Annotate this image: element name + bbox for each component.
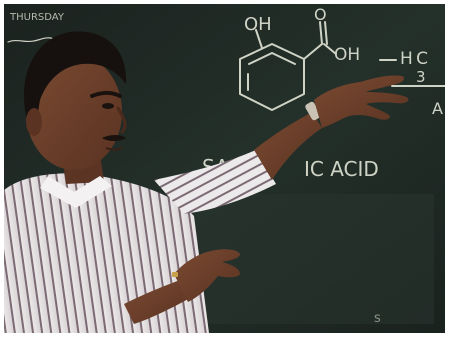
photo-illustration: THURSDAY OH O OH H C 3 A SA IC ACID s xyxy=(4,4,445,333)
shirt-sleeve-raised xyxy=(154,150,276,214)
eye xyxy=(102,103,114,109)
hair xyxy=(23,31,127,133)
chalk-acid-right: IC ACID xyxy=(304,157,379,181)
chalk-corner-text: THURSDAY xyxy=(9,12,65,23)
hydroxyl-bond xyxy=(323,43,337,55)
chalk-h3c: H C xyxy=(400,49,428,69)
chalk-writing xyxy=(7,21,445,111)
nose xyxy=(116,106,127,134)
ear xyxy=(26,108,42,136)
chalk-three: 3 xyxy=(416,68,426,86)
chalk-small-s: s xyxy=(374,311,381,326)
carboxyl-bond xyxy=(303,43,323,60)
oh-bond xyxy=(255,29,263,49)
chalk-oh-right: OH xyxy=(334,45,360,65)
hand-lower xyxy=(174,249,240,302)
chalk-o-top: O xyxy=(314,5,327,24)
forearm-raised xyxy=(254,112,322,180)
head xyxy=(26,54,122,170)
inner-ring-line xyxy=(248,52,296,65)
carbonyl-bond-2 xyxy=(324,21,328,45)
mustache xyxy=(102,135,126,141)
chalk-a-right: A xyxy=(432,99,443,118)
shirt-collar xyxy=(40,176,112,208)
benzene-ring xyxy=(239,43,305,111)
hand-raised xyxy=(314,75,409,128)
mouth xyxy=(105,147,123,151)
wristwatch xyxy=(305,101,321,121)
carbonyl-bond xyxy=(319,21,323,45)
ring xyxy=(172,272,178,277)
person-lecturer xyxy=(4,31,409,333)
eyebrow xyxy=(90,91,122,98)
chalk-oh-top: OH xyxy=(244,14,272,35)
forearm-lower xyxy=(124,280,190,324)
classroom-photo: THURSDAY OH O OH H C 3 A SA IC ACID s xyxy=(4,4,445,333)
